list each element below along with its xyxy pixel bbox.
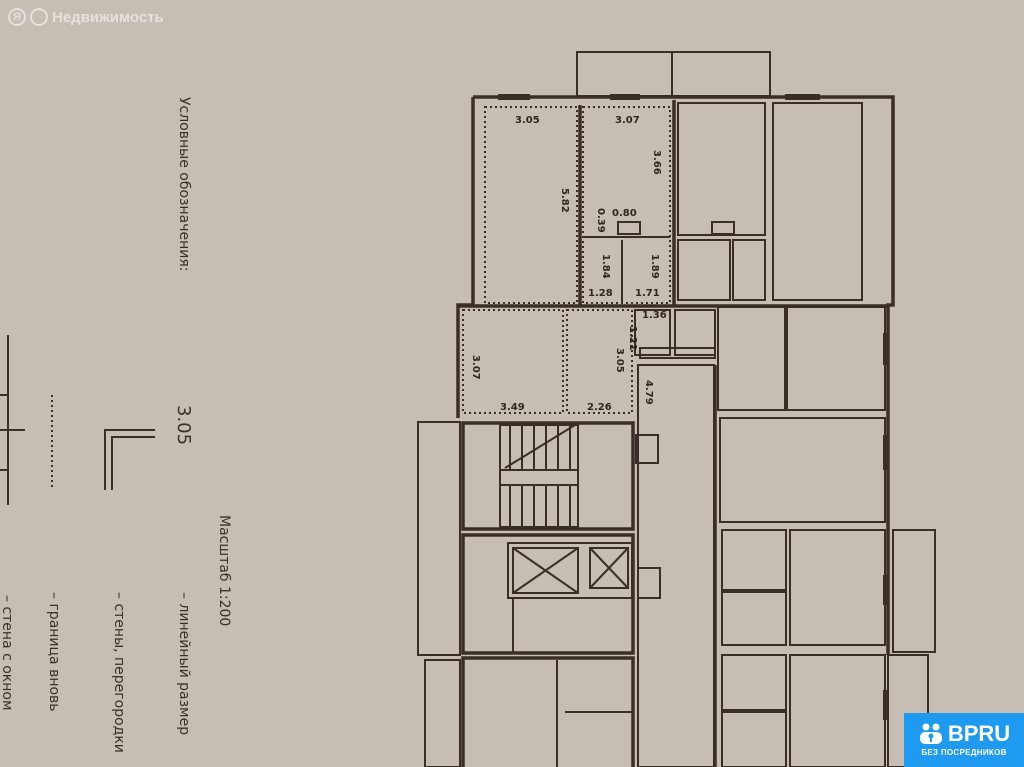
dim-label: 3.07 xyxy=(615,115,640,126)
dim-label: 3.49 xyxy=(500,402,525,413)
dim-label: 1.84 xyxy=(600,254,611,279)
legend-window-symbol xyxy=(0,335,25,505)
dim-label: 3.05 xyxy=(614,348,625,373)
dim-label: 1.21 xyxy=(627,326,638,351)
bpru-badge[interactable]: BPRU БЕЗ ПОСРЕДНИКОВ xyxy=(904,713,1024,767)
dim-label: 3.05 xyxy=(515,115,540,126)
dim-label: 3.07 xyxy=(470,355,481,380)
watermark-text: Недвижимость xyxy=(52,8,164,26)
dim-label: 1.71 xyxy=(635,288,660,299)
legend-wall-symbol xyxy=(104,429,155,490)
badge-brand: BPRU xyxy=(947,721,1011,746)
dim-label: 1.89 xyxy=(649,254,660,279)
badge-tagline: БЕЗ ПОСРЕДНИКОВ xyxy=(921,748,1007,757)
people-key-icon xyxy=(919,723,942,744)
dim-label: 0.80 xyxy=(612,208,637,219)
dim-label: 2.26 xyxy=(587,402,612,413)
dimension-labels: 3.05 5.82 3.07 3.66 0.80 0.39 1.84 1.28 … xyxy=(470,115,667,413)
dim-label: 5.82 xyxy=(559,188,570,213)
dim-label: 1.28 xyxy=(588,288,613,299)
legend-sample-dimension: 3.05 xyxy=(173,405,194,445)
dim-label: 1.36 xyxy=(642,310,667,321)
realty-logo-icon xyxy=(30,8,48,26)
dim-label: 4.79 xyxy=(643,380,654,405)
legend-item-dimension: – линейный размер xyxy=(176,592,192,735)
balcony xyxy=(576,51,771,97)
legend-item-walls: – стены, перегородки xyxy=(111,592,127,753)
staircase xyxy=(499,424,579,528)
legend-scale: Масштаб 1:200 xyxy=(216,515,232,626)
dim-label: 0.39 xyxy=(595,208,606,233)
dim-label: 3.66 xyxy=(651,150,662,175)
yandex-realty-watermark: Я Недвижимость xyxy=(8,8,164,26)
building-plan xyxy=(417,51,936,767)
legend: Условные обозначения: 3.05 Масштаб 1:200… xyxy=(0,97,232,753)
legend-item-boundary: – граница вновь xyxy=(46,592,62,712)
legend-item-window-wall: – стена с окном xyxy=(0,595,15,711)
elevators xyxy=(507,542,633,599)
yandex-logo-icon: Я xyxy=(8,8,26,26)
legend-title: Условные обозначения: xyxy=(176,97,192,271)
